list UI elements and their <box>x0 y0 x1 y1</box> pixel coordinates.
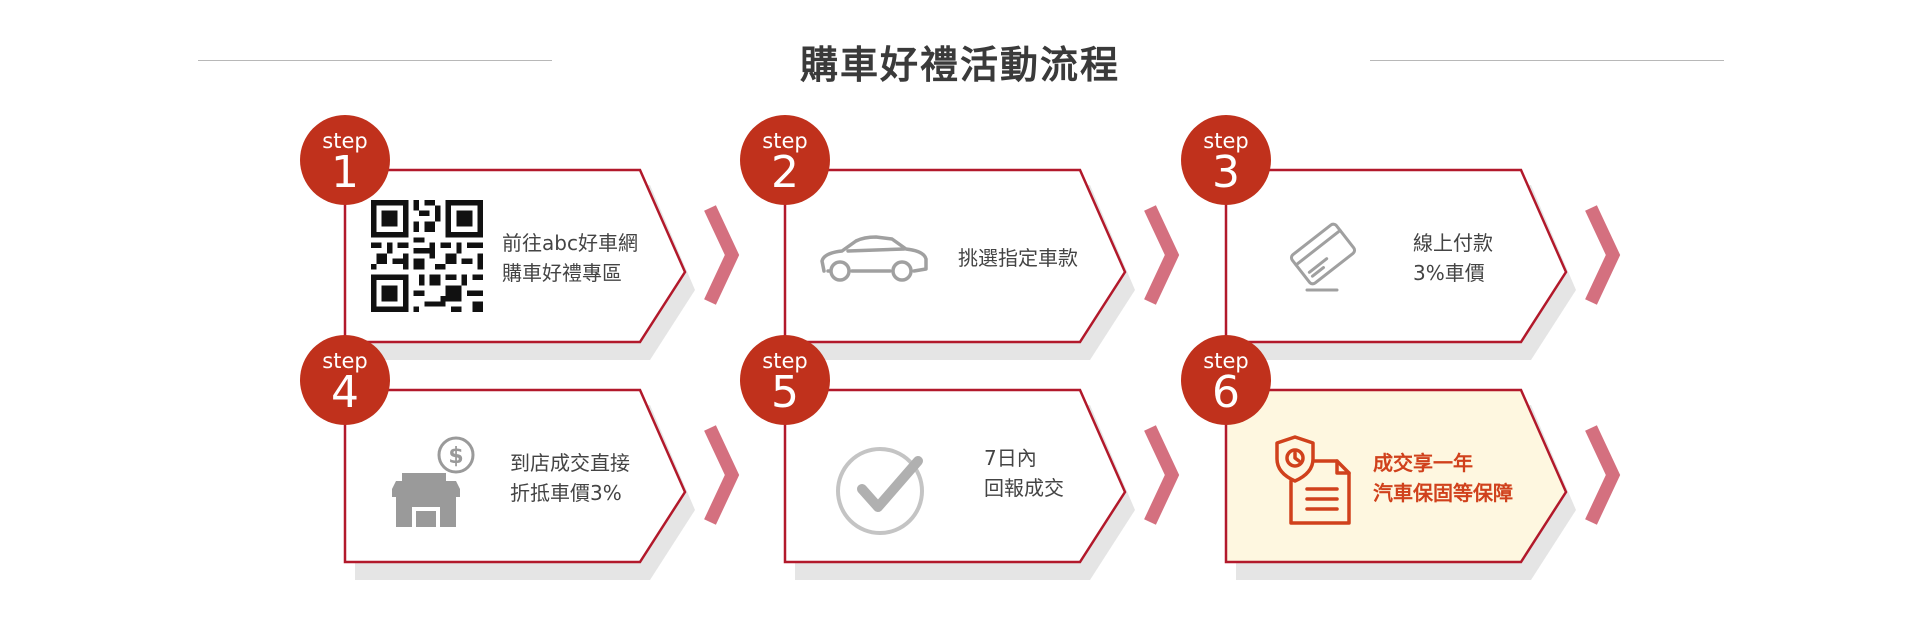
step-badge: step 2 <box>740 115 830 205</box>
step-card-2: step 2 挑選指定車款 <box>740 115 1180 360</box>
step-badge-word: step <box>1203 349 1249 373</box>
step-card-6: step 6 成交享一年 汽車保固等保障 <box>1181 335 1621 580</box>
step-line: 購車好禮專區 <box>502 261 622 285</box>
step-badge-number: 3 <box>1212 147 1240 198</box>
step-card-1: step 1 <box>300 115 740 360</box>
qr-code-icon <box>371 200 483 316</box>
step-description: 前往abc好車網 購車好禮專區 <box>502 228 638 288</box>
step-badge-number: 2 <box>771 147 799 198</box>
step-badge: step 1 <box>300 115 390 205</box>
step-line: 挑選指定車款 <box>958 246 1078 270</box>
step-line: 到店成交直接 <box>510 451 630 475</box>
step-badge: step 5 <box>740 335 830 425</box>
credit-card-icon <box>1285 220 1361 300</box>
chevron-arrow-icon <box>1585 205 1621 305</box>
step-badge-number: 4 <box>331 367 359 418</box>
step-badge-word: step <box>762 129 808 153</box>
step-line: 折抵車價3% <box>510 481 622 505</box>
chevron-arrow-icon <box>704 425 740 525</box>
step-card-shape <box>1224 168 1621 360</box>
step-badge: step 3 <box>1181 115 1271 205</box>
card-outline <box>783 168 1127 344</box>
step-badge-word: step <box>322 349 368 373</box>
step-badge-word: step <box>762 349 808 373</box>
step-badge: step 4 <box>300 335 390 425</box>
insurance-document-icon <box>1273 433 1357 533</box>
step-card-3: step 3 線上付款 3%車價 <box>1181 115 1621 360</box>
step-line: 回報成交 <box>984 476 1064 500</box>
step-line: 前往abc好車網 <box>502 231 638 255</box>
step-line: 3%車價 <box>1413 261 1485 285</box>
step-card-4: step 4 $ 到店成交直接 折抵車價3% <box>300 335 740 580</box>
step-card-shape <box>343 168 740 360</box>
step-card-shape <box>783 168 1180 360</box>
title-divider-left <box>198 60 552 61</box>
chevron-arrow-icon <box>704 205 740 305</box>
step-line: 線上付款 <box>1413 231 1493 255</box>
step-badge: step 6 <box>1181 335 1271 425</box>
page-title: 購車好禮活動流程 <box>799 43 1120 87</box>
step-line: 成交享一年 <box>1373 451 1473 475</box>
step-badge-number: 1 <box>331 147 359 198</box>
chevron-arrow-icon <box>1144 425 1180 525</box>
step-badge-word: step <box>1203 129 1249 153</box>
card-outline <box>1224 388 1568 564</box>
chevron-arrow-icon <box>1144 205 1180 305</box>
step-description: 7日內 回報成交 <box>984 443 1064 503</box>
chevron-arrow-icon <box>1585 425 1621 525</box>
car-icon <box>818 235 930 287</box>
step-description: 挑選指定車款 <box>958 243 1078 273</box>
step-badge-word: step <box>322 129 368 153</box>
step-description: 成交享一年 汽車保固等保障 <box>1373 448 1513 508</box>
card-outline <box>343 168 687 344</box>
step-card-5: step 5 7日內 回報成交 <box>740 335 1180 580</box>
store-dollar-icon: $ <box>388 435 478 535</box>
step-line: 7日內 <box>984 446 1037 470</box>
svg-text:$: $ <box>448 444 463 469</box>
step-description: 到店成交直接 折抵車價3% <box>510 448 630 508</box>
card-outline <box>783 388 1127 564</box>
step-description: 線上付款 3%車價 <box>1413 228 1493 288</box>
step-badge-number: 6 <box>1212 367 1240 418</box>
step-line: 汽車保固等保障 <box>1373 481 1513 505</box>
check-circle-icon <box>836 441 932 541</box>
step-card-shape <box>1224 388 1621 580</box>
step-badge-number: 5 <box>771 367 799 418</box>
title-divider-right <box>1370 60 1724 61</box>
card-outline <box>1224 168 1568 344</box>
